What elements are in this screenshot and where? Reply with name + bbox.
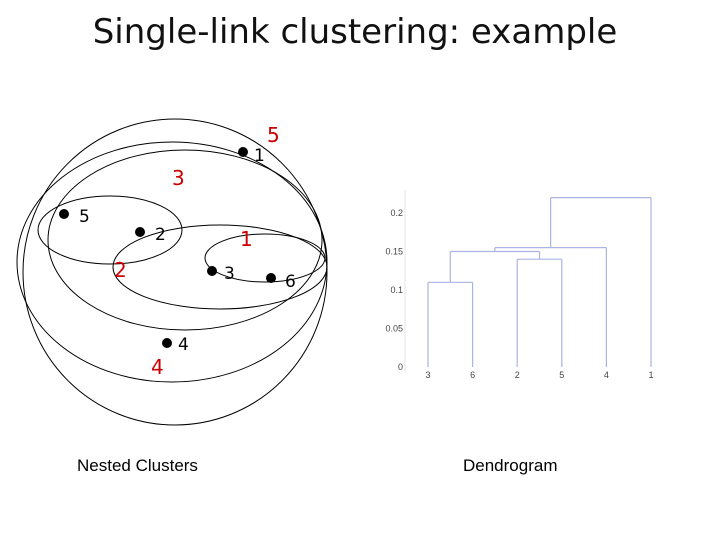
point-label-6: 6 — [285, 272, 296, 292]
cluster-outlines — [16, 118, 328, 426]
cluster-ellipse-4 — [16, 141, 328, 383]
cluster-ellipse-1 — [112, 224, 328, 310]
merge-label-2: 2 — [114, 258, 127, 282]
merge-labels: 1 2 3 4 5 — [114, 123, 280, 379]
point-marker-3 — [207, 266, 217, 276]
leaf-label: 1 — [648, 370, 653, 380]
cluster-ellipse-2 — [204, 233, 326, 283]
point-marker-1 — [238, 147, 248, 157]
slide-title: Single-link clustering: example — [92, 12, 618, 52]
merge-label-3: 3 — [172, 166, 185, 190]
cluster-ellipse-outer — [22, 118, 328, 426]
ytick-label: 0 — [398, 362, 403, 372]
ytick-label: 0.05 — [385, 324, 403, 334]
points — [59, 147, 276, 348]
point-label-1: 1 — [254, 146, 265, 166]
merge-label-4: 4 — [151, 355, 164, 379]
point-label-3: 3 — [224, 264, 235, 284]
cluster-ellipse-5 — [37, 195, 183, 265]
point-marker-4 — [162, 338, 172, 348]
leaf-label: 4 — [604, 370, 609, 380]
point-marker-5 — [59, 209, 69, 219]
leaf-label: 5 — [559, 370, 564, 380]
ytick-label: 0.2 — [390, 208, 403, 218]
point-label-4: 4 — [178, 335, 189, 355]
caption-nested-clusters: Nested Clusters — [77, 456, 198, 475]
caption-dendrogram: Dendrogram — [463, 456, 558, 475]
leaf-label: 2 — [515, 370, 520, 380]
ytick-label: 0.15 — [385, 247, 403, 257]
merge-label-5: 5 — [267, 123, 280, 147]
ytick-label: 0.1 — [390, 285, 403, 295]
dendrogram: 0 0.05 0.1 0.15 0.2 3 6 2 5 4 1 — [385, 190, 654, 380]
leaf-label: 6 — [470, 370, 475, 380]
leaf-label: 3 — [425, 370, 430, 380]
point-labels: 1 2 3 4 5 6 — [79, 146, 296, 355]
cluster-ellipse-3 — [47, 149, 323, 331]
point-label-5: 5 — [79, 207, 90, 227]
merge-label-1: 1 — [240, 227, 253, 251]
point-marker-6 — [266, 273, 276, 283]
point-marker-2 — [135, 227, 145, 237]
point-label-2: 2 — [155, 225, 166, 245]
